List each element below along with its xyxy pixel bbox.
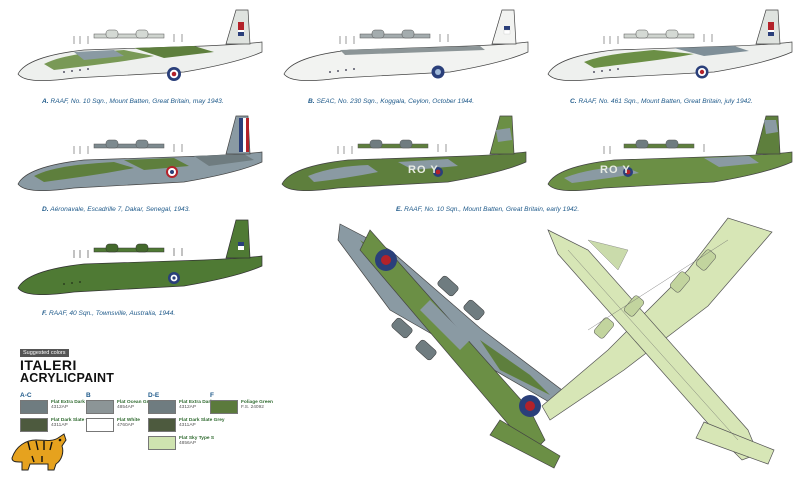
swatch-b-1 xyxy=(86,400,114,414)
tiger-logo xyxy=(8,428,70,477)
swatch-f-1 xyxy=(210,400,238,414)
caption-f-text: RAAF, 40 Sqn., Townsville, Australia, 19… xyxy=(48,310,176,317)
palette-b-head: B xyxy=(86,392,91,399)
plane-b-side-view xyxy=(280,4,530,92)
plane-underside-view xyxy=(528,210,790,472)
caption-f-letter: F. xyxy=(42,310,48,317)
swatch-row: Foliage Green F.S. 24092 xyxy=(210,400,273,414)
palette-ac: A-C Flat Extra Dark Sea Grey 4312AP Flat… xyxy=(20,392,107,436)
swatch-name: Flat Ocean Grey xyxy=(117,400,154,405)
swatch-ac-1 xyxy=(20,400,48,414)
acrylic-paint-logo: ACRYLICPAINT xyxy=(20,371,115,385)
swatch-row: Flat Extra Dark Sea Grey 4312AP xyxy=(20,400,107,414)
swatch-row: Flat Extra Dark Sea Grey 4312AP xyxy=(148,400,235,414)
caption-b-text: SEAC, No. 230 Sqn., Koggala, Ceylon, Oct… xyxy=(316,98,475,105)
swatch-name: Flat Sky Type S xyxy=(179,436,215,441)
swatch-label: Flat Ocean Grey 4854AP xyxy=(117,400,154,411)
swatch-de-3 xyxy=(148,436,176,450)
palette-de: D-E Flat Extra Dark Sea Grey 4312AP Flat… xyxy=(148,392,235,454)
swatch-name: Flat Dark Slate Grey xyxy=(179,418,225,423)
swatch-row: Flat White 4760AP xyxy=(86,418,154,432)
plane-a-side-view xyxy=(14,4,264,92)
swatch-code: 4311AP xyxy=(51,423,68,429)
swatch-label: Flat White 4760AP xyxy=(117,418,140,429)
plane-e2-side-view: RO Y xyxy=(544,110,794,202)
plane-c-side-view xyxy=(544,4,794,92)
swatch-name: Flat Extra Dark Sea Grey xyxy=(51,400,107,405)
swatch-label: Flat Sky Type S 4856AP xyxy=(179,436,214,447)
caption-a-letter: A. xyxy=(42,98,49,105)
swatch-name: Foliage Green xyxy=(241,400,273,405)
swatch-code: 4311AP xyxy=(179,423,196,429)
caption-c-text: RAAF, No. 461 Sqn., Mount Batten, Great … xyxy=(578,98,753,105)
caption-c-letter: C. xyxy=(570,98,577,105)
swatch-label: Flat Extra Dark Sea Grey 4312AP xyxy=(51,400,107,411)
swatch-name: Flat Extra Dark Sea Grey xyxy=(179,400,235,405)
swatch-code: F.S. 24092 xyxy=(241,405,264,411)
swatch-label: Flat Dark Slate Grey 4311AP xyxy=(179,418,225,429)
plane-f-side-view xyxy=(14,212,264,306)
swatch-row: Flat Sky Type S 4856AP xyxy=(148,436,235,450)
swatch-name: Flat Dark Slate Grey xyxy=(51,418,97,423)
palette-f: F Foliage Green F.S. 24092 xyxy=(210,392,273,418)
italeri-logo: ITALERI xyxy=(20,357,77,373)
caption-f: F. RAAF, 40 Sqn., Townsville, Australia,… xyxy=(42,310,175,317)
caption-c: C. RAAF, No. 461 Sqn., Mount Batten, Gre… xyxy=(570,98,753,105)
caption-e-text: RAAF, No. 10 Sqn., Mount Batten, Great B… xyxy=(404,206,580,213)
swatch-b-2 xyxy=(86,418,114,432)
plane-d-side-view xyxy=(14,110,264,202)
swatch-code: 4856AP xyxy=(179,441,197,447)
caption-e: E. RAAF, No. 10 Sqn., Mount Batten, Grea… xyxy=(396,206,579,213)
code-letters-e: RO Y xyxy=(408,164,439,176)
caption-a-text: RAAF, No. 10 Sqn., Mount Batten, Great B… xyxy=(50,98,224,105)
caption-e-letter: E. xyxy=(396,206,403,213)
swatch-code: 4760AP xyxy=(117,423,135,429)
swatch-label: Foliage Green F.S. 24092 xyxy=(241,400,273,411)
swatch-label: Flat Extra Dark Sea Grey 4312AP xyxy=(179,400,235,411)
suggested-colors-label: Suggested colors xyxy=(20,349,69,357)
swatch-code: 4312AP xyxy=(179,405,197,411)
swatch-name: Flat White xyxy=(117,418,140,423)
palette-ac-head: A-C xyxy=(20,392,32,399)
swatch-code: 4312AP xyxy=(51,405,69,411)
swatch-ac-2 xyxy=(20,418,48,432)
swatch-label: Flat Dark Slate Grey 4311AP xyxy=(51,418,97,429)
swatch-code: 4854AP xyxy=(117,405,135,411)
palette-f-head: F xyxy=(210,392,214,399)
caption-d-letter: D. xyxy=(42,206,49,213)
caption-d: D. Aéronavale, Escadrille 7, Dakar, Sene… xyxy=(42,206,190,213)
caption-b-letter: B. xyxy=(308,98,315,105)
palette-b: B Flat Ocean Grey 4854AP Flat White 4760… xyxy=(86,392,154,436)
palette-de-head: D-E xyxy=(148,392,160,399)
swatch-de-1 xyxy=(148,400,176,414)
swatch-de-2 xyxy=(148,418,176,432)
swatch-row: Flat Dark Slate Grey 4311AP xyxy=(148,418,235,432)
plane-top-view xyxy=(330,210,570,472)
swatch-row: Flat Dark Slate Grey 4311AP xyxy=(20,418,107,432)
caption-a: A. RAAF, No. 10 Sqn., Mount Batten, Grea… xyxy=(42,98,224,105)
plane-e-side-view: RO Y xyxy=(278,110,528,202)
caption-d-text: Aéronavale, Escadrille 7, Dakar, Senegal… xyxy=(50,206,191,213)
brand-block: Suggested colors ITALERI ACRYLICPAINT xyxy=(20,341,114,384)
code-letters-c: RO Y xyxy=(600,164,631,176)
caption-b: B. SEAC, No. 230 Sqn., Koggala, Ceylon, … xyxy=(308,98,474,105)
swatch-row: Flat Ocean Grey 4854AP xyxy=(86,400,154,414)
